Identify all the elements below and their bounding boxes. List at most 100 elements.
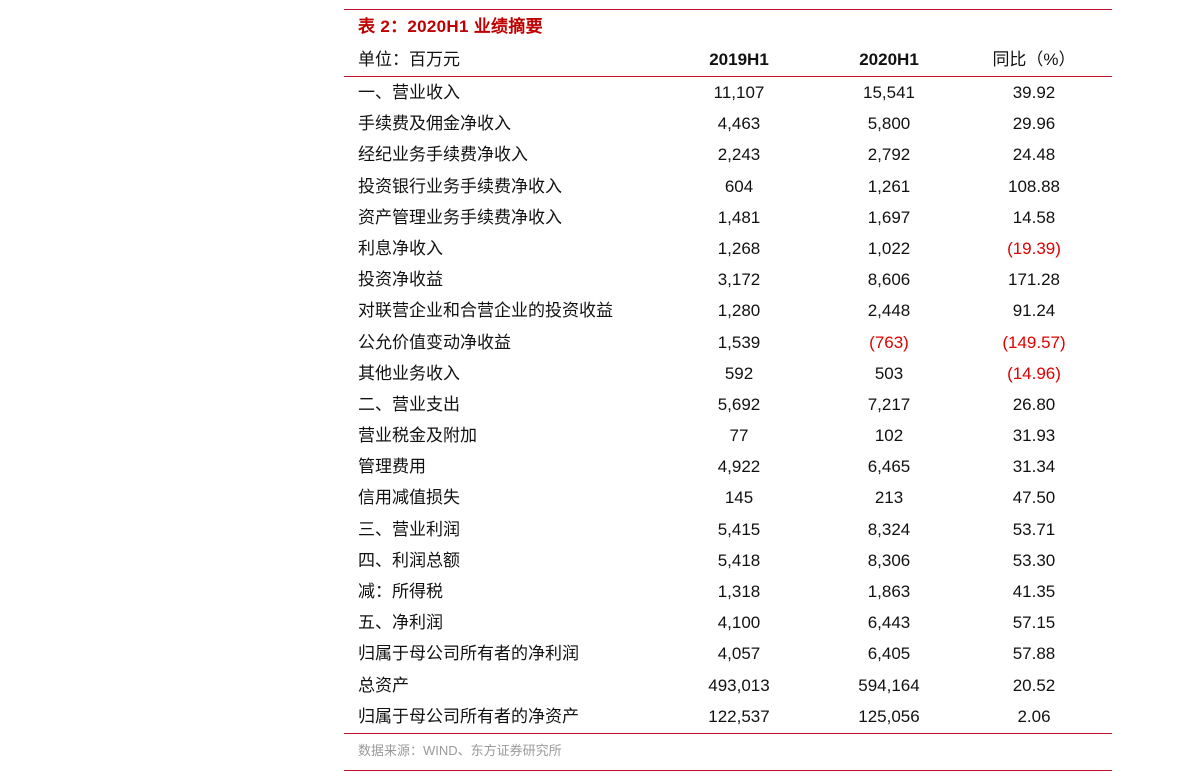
value-yoy: 2.06 xyxy=(1017,706,1051,726)
value-yoy: 31.34 xyxy=(1012,457,1056,477)
row-label: 四、利润总额 xyxy=(358,550,460,570)
row-label: 其他业务收入 xyxy=(358,363,460,383)
value-2020h1: 7,217 xyxy=(867,394,911,414)
table-row: 信用减值损失 145 213 47.50 xyxy=(344,482,1112,513)
row-label: 减：所得税 xyxy=(358,582,443,601)
end-divider xyxy=(344,770,1112,771)
value-yoy: 171.28 xyxy=(1008,270,1060,290)
value-2019h1: 1,280 xyxy=(717,301,761,321)
value-2019h1: 1,318 xyxy=(717,582,761,601)
value-yoy: 20.52 xyxy=(1012,675,1056,695)
row-label: 资产管理业务手续费净收入 xyxy=(358,207,562,227)
table-title-bar: 表 2：2020H1 业绩摘要 xyxy=(344,10,1112,42)
value-2020h1: 213 xyxy=(874,488,904,508)
value-2019h1: 1,268 xyxy=(717,238,761,258)
value-yoy: 14.58 xyxy=(1012,207,1056,227)
row-label: 一、营业收入 xyxy=(358,83,460,102)
row-label: 利息净收入 xyxy=(358,238,443,258)
value-yoy: 108.88 xyxy=(1008,176,1060,196)
table-row: 投资净收益 3,172 8,606 171.28 xyxy=(344,264,1112,295)
row-label: 投资净收益 xyxy=(358,270,443,290)
table-row: 减：所得税 1,318 1,863 41.35 xyxy=(344,576,1112,607)
value-2020h1: 1,697 xyxy=(867,207,911,227)
value-2020h1: 8,606 xyxy=(867,270,911,290)
value-2020h1: (763) xyxy=(869,332,909,352)
value-yoy: (14.96) xyxy=(1007,363,1061,383)
value-2020h1: 2,792 xyxy=(867,145,911,165)
value-2020h1: 102 xyxy=(874,426,904,446)
value-2019h1: 4,057 xyxy=(717,644,761,664)
row-label: 三、营业利润 xyxy=(358,519,460,539)
row-label: 五、净利润 xyxy=(358,613,443,633)
value-yoy: (19.39) xyxy=(1007,238,1061,258)
row-label: 总资产 xyxy=(358,675,409,695)
row-label: 对联营企业和合营企业的投资收益 xyxy=(358,301,613,321)
data-source-note: 数据来源：WIND、东方证券研究所 xyxy=(358,743,562,758)
table-row: 归属于母公司所有者的净利润 4,057 6,405 57.88 xyxy=(344,638,1112,669)
table-row: 管理费用 4,922 6,465 31.34 xyxy=(344,451,1112,482)
value-2019h1: 3,172 xyxy=(717,270,761,290)
value-2020h1: 1,863 xyxy=(867,582,911,601)
value-2019h1: 4,463 xyxy=(717,114,761,134)
value-yoy: 47.50 xyxy=(1012,488,1056,508)
value-2019h1: 5,692 xyxy=(717,394,761,414)
value-2020h1: 6,465 xyxy=(867,457,911,477)
row-label: 投资银行业务手续费净收入 xyxy=(358,176,562,196)
value-yoy: 24.48 xyxy=(1012,145,1056,165)
bottom-divider xyxy=(344,733,1112,734)
value-2019h1: 145 xyxy=(724,488,754,508)
value-yoy: 57.88 xyxy=(1012,644,1056,664)
table-title: 表 2：2020H1 业绩摘要 xyxy=(358,17,543,36)
value-yoy: 53.30 xyxy=(1012,550,1056,570)
row-label: 归属于母公司所有者的净利润 xyxy=(358,644,579,664)
row-label: 信用减值损失 xyxy=(358,488,460,508)
value-2020h1: 8,324 xyxy=(867,519,911,539)
value-2020h1: 6,443 xyxy=(867,613,911,633)
table-row: 三、营业利润 5,415 8,324 53.71 xyxy=(344,514,1112,545)
value-2019h1: 122,537 xyxy=(708,706,770,726)
value-2020h1: 503 xyxy=(874,363,904,383)
table-row: 经纪业务手续费净收入 2,243 2,792 24.48 xyxy=(344,139,1112,170)
value-2019h1: 4,922 xyxy=(717,457,761,477)
value-yoy: 53.71 xyxy=(1012,519,1056,539)
table-row: 利息净收入 1,268 1,022 (19.39) xyxy=(344,233,1112,264)
value-yoy: 29.96 xyxy=(1012,114,1056,134)
row-label: 管理费用 xyxy=(358,457,426,477)
top-divider xyxy=(344,9,1112,10)
value-2019h1: 1,539 xyxy=(717,332,761,352)
table-row: 资产管理业务手续费净收入 1,481 1,697 14.58 xyxy=(344,202,1112,233)
value-2019h1: 2,243 xyxy=(717,145,761,165)
table-row: 四、利润总额 5,418 8,306 53.30 xyxy=(344,545,1112,576)
value-yoy: 31.93 xyxy=(1012,426,1056,446)
value-2019h1: 5,415 xyxy=(717,519,761,539)
table-header-row: 单位：百万元 2019H1 2020H1 同比（%） xyxy=(344,44,1112,76)
value-2019h1: 11,107 xyxy=(713,83,765,102)
row-label: 经纪业务手续费净收入 xyxy=(358,145,528,165)
value-2020h1: 15,541 xyxy=(863,83,915,102)
row-label: 手续费及佣金净收入 xyxy=(358,114,511,134)
value-2019h1: 77 xyxy=(729,426,749,446)
value-yoy: 91.24 xyxy=(1012,301,1056,321)
header-2019h1: 2019H1 xyxy=(709,50,769,69)
value-yoy: 57.15 xyxy=(1012,613,1056,633)
value-2020h1: 8,306 xyxy=(867,550,911,570)
value-2020h1: 6,405 xyxy=(867,644,911,664)
value-2020h1: 1,022 xyxy=(867,238,911,258)
value-2019h1: 5,418 xyxy=(717,550,761,570)
row-label: 公允价值变动净收益 xyxy=(358,332,511,352)
header-unit: 单位：百万元 xyxy=(358,50,460,69)
value-yoy: 41.35 xyxy=(1012,582,1056,601)
value-2019h1: 1,481 xyxy=(717,207,761,227)
value-2020h1: 125,056 xyxy=(858,706,920,726)
